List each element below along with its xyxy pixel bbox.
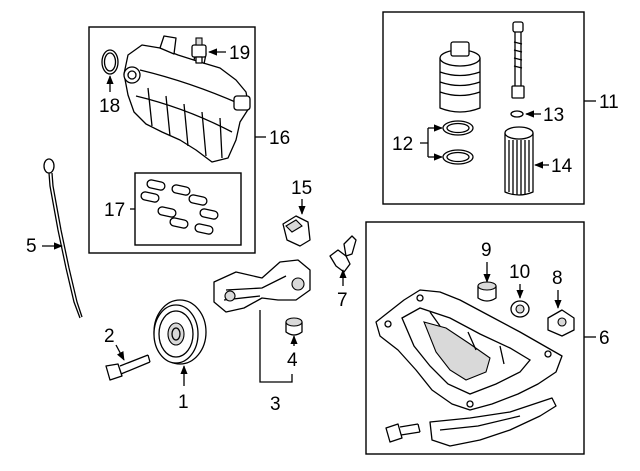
- o-rings-part-12: [442, 120, 474, 165]
- callout-18: 18: [99, 96, 120, 117]
- leader-12: [420, 128, 429, 157]
- dipstick-part-5: [43, 158, 83, 319]
- pan-bolt: [385, 423, 421, 443]
- pan-baffle: [429, 397, 557, 447]
- bracket-part-15: [282, 215, 311, 247]
- oil-filter-group-box: [382, 11, 585, 205]
- callout-19: 19: [229, 43, 250, 64]
- callout-8: 8: [552, 268, 563, 289]
- oil-pan-group-box: [365, 221, 585, 455]
- callout-14: 14: [551, 156, 573, 177]
- callout-10: 10: [509, 262, 530, 283]
- intake-manifold-part-16: [123, 35, 251, 163]
- o-ring-part-18: [101, 49, 119, 75]
- manifold-gaskets-part-17: [140, 179, 219, 235]
- seal-part-4: [285, 317, 303, 336]
- callout-13: 13: [543, 105, 564, 126]
- bolt-part-2: [105, 354, 151, 381]
- sensor-part-8: [547, 309, 575, 337]
- callout-11: 11: [599, 92, 619, 113]
- pulley-part-1: [153, 299, 207, 365]
- washer-part-10: [510, 300, 530, 318]
- filter-element-part-14: [504, 126, 534, 196]
- intake-manifold-group-box: [88, 26, 256, 254]
- drain-plug-part-13: [510, 21, 525, 118]
- oil-pan-part-6: [375, 289, 563, 411]
- callout-15: 15: [291, 178, 312, 199]
- callout-9: 9: [481, 240, 492, 261]
- callout-2: 2: [104, 326, 115, 347]
- callout-17: 17: [104, 200, 125, 221]
- callout-3: 3: [270, 394, 281, 415]
- plug-part-9: [477, 281, 497, 302]
- oil-pickup-part-3: [213, 259, 311, 313]
- sensor-part-19: [191, 37, 207, 64]
- callout-5: 5: [26, 236, 37, 257]
- callout-1: 1: [178, 392, 189, 413]
- callout-4: 4: [287, 350, 298, 371]
- leader-2: [115, 344, 125, 361]
- callout-16: 16: [269, 128, 290, 149]
- callout-7: 7: [337, 290, 348, 311]
- leader-3: [259, 310, 293, 383]
- clip-part-7: [329, 235, 357, 273]
- callout-12: 12: [392, 134, 413, 155]
- filter-cap: [439, 41, 481, 113]
- callout-6: 6: [599, 328, 610, 349]
